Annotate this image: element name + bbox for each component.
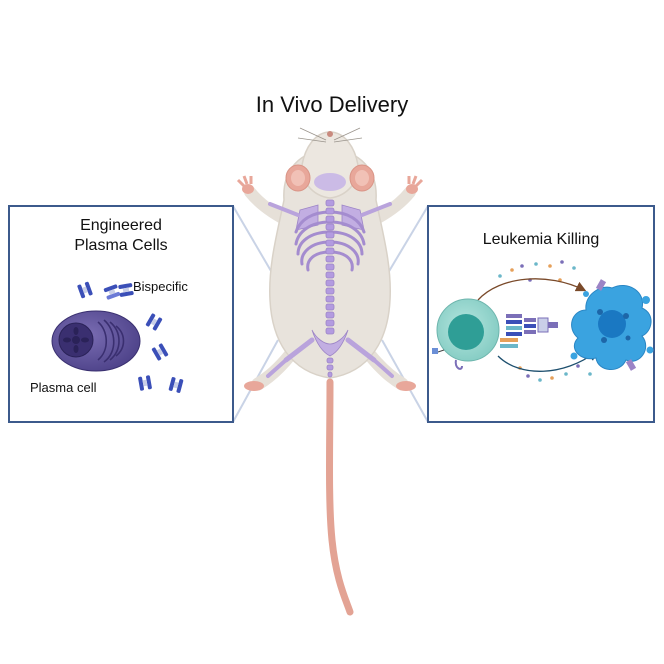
- mouse-right-foot: [396, 381, 416, 391]
- mouse-tail: [326, 378, 354, 616]
- mouse-nose: [327, 131, 333, 137]
- left-panel-title-line1: Engineered: [80, 217, 162, 234]
- right-panel-title: Leukemia Killing: [482, 231, 600, 248]
- release-particles: [498, 260, 592, 382]
- mouse-spine: [325, 199, 335, 378]
- left-panel-title: Engineered Plasma Cells: [9, 216, 233, 256]
- diagram-title: In Vivo Delivery: [255, 92, 409, 117]
- mouse-illustration: [236, 127, 424, 616]
- mouse-right-hand: [406, 175, 424, 194]
- mouse-skeleton: [266, 173, 394, 378]
- left-panel-frame: [8, 205, 234, 423]
- mouse-left-foot: [244, 381, 264, 391]
- plasma-cell-label: Plasma cell: [30, 380, 97, 395]
- left-panel-title-line2: Plasma Cells: [74, 237, 168, 254]
- leukemia-cell: [570, 279, 654, 371]
- mouse-whiskers: [297, 127, 363, 143]
- bridging-antibodies: [500, 314, 558, 348]
- upper-arrow: [477, 278, 587, 301]
- bispecific-antibodies: [77, 281, 184, 393]
- plasma-cell-er: [97, 319, 125, 363]
- t-cell-nucleus: [448, 314, 484, 350]
- leukemia-cell-nucleus: [598, 310, 626, 338]
- lower-arrow: [497, 350, 599, 372]
- plasma-cell: [51, 310, 141, 372]
- t-cell: [432, 298, 500, 370]
- mouse-pelvis: [311, 329, 349, 357]
- bispecific-label: Bispecific: [133, 279, 188, 294]
- mouse-left-hand: [236, 175, 254, 194]
